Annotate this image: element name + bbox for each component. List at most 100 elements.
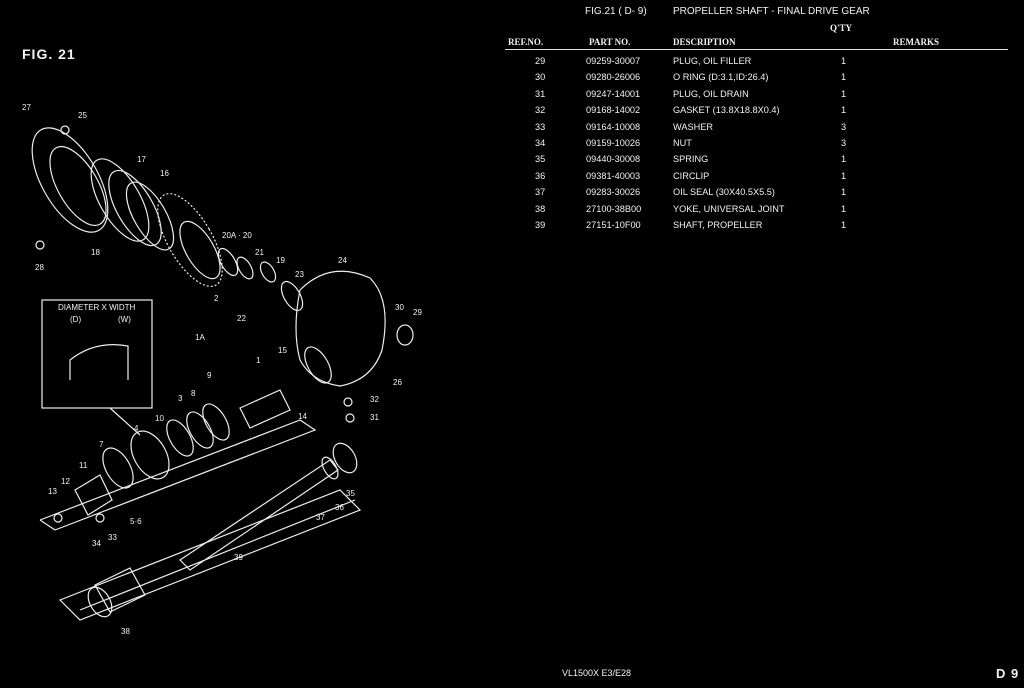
pinion-gear-shape xyxy=(239,389,291,429)
callout-22: 22 xyxy=(237,314,246,323)
qty-cell: 1 xyxy=(841,154,847,165)
qty-column-header: Q'TY xyxy=(830,23,853,33)
description-cell: O RING (D:3.1,ID:26.4) xyxy=(673,72,769,83)
ref-no-cell: 30 xyxy=(535,72,546,83)
description-cell: OIL SEAL (30X40.5X5.5) xyxy=(673,187,775,198)
part-no-cell: 09164-10008 xyxy=(586,121,641,132)
callout-4: 4 xyxy=(134,424,139,433)
callout-2: 2 xyxy=(214,294,219,303)
ref-no-cell: 33 xyxy=(535,121,546,132)
part-no-cell: 09381-40003 xyxy=(586,170,641,181)
description-cell: YOKE, UNIVERSAL JOINT xyxy=(673,203,785,214)
ref-no-cell: 32 xyxy=(535,105,546,116)
callout-37: 37 xyxy=(316,513,325,522)
part-no-cell: 09440-30008 xyxy=(586,154,641,165)
table-row: 37 09283-30026 OIL SEAL (30X40.5X5.5) 1 xyxy=(505,184,905,200)
callout-12: 12 xyxy=(61,477,70,486)
callout-16: 16 xyxy=(160,169,169,178)
part-no-cell: 09168-14002 xyxy=(586,105,641,116)
description-cell: NUT xyxy=(673,137,692,148)
part-no-cell: 09280-26006 xyxy=(586,72,641,83)
ref-no-cell: 37 xyxy=(535,187,546,198)
part-no-cell: 09159-10026 xyxy=(586,137,641,148)
qty-cell: 3 xyxy=(841,137,847,148)
callout-30: 30 xyxy=(395,303,404,312)
callout-14: 14 xyxy=(298,412,307,421)
callout-39: 39 xyxy=(234,553,243,562)
callout-35: 35 xyxy=(346,489,355,498)
qty-cell: 1 xyxy=(841,88,847,99)
callout-20a-20: 20A · 20 xyxy=(222,231,252,240)
yoke-shape xyxy=(74,474,113,516)
callout-5-6: 5·6 xyxy=(130,517,142,526)
callout-34: 34 xyxy=(92,539,101,548)
ref-no-cell: 35 xyxy=(535,154,546,165)
description-cell: GASKET (13.8X18.8X0.4) xyxy=(673,105,780,116)
callout-24: 24 xyxy=(338,256,347,265)
inset-w-label: (W) xyxy=(118,315,131,324)
inset-d-label: (D) xyxy=(70,315,81,324)
callout-19: 19 xyxy=(276,256,285,265)
universal-joint-shape xyxy=(94,567,146,613)
callout-1a: 1A xyxy=(195,333,205,342)
inset-title: DIAMETER X WIDTH xyxy=(58,303,136,312)
table-row: 30 09280-26006 O RING (D:3.1,ID:26.4) 1 xyxy=(505,69,905,85)
description-cell: SPRING xyxy=(673,154,709,165)
qty-cell: 1 xyxy=(841,170,847,181)
inset-box xyxy=(41,299,153,409)
part-no-column-header: PART NO. xyxy=(589,37,631,47)
qty-cell: 1 xyxy=(841,219,847,230)
callout-1: 1 xyxy=(256,356,261,365)
qty-cell: 1 xyxy=(841,105,847,116)
description-cell: PLUG, OIL FILLER xyxy=(673,56,752,66)
callout-10: 10 xyxy=(155,414,164,423)
propeller-shaft-shape xyxy=(179,459,339,571)
callout-23: 23 xyxy=(295,270,304,279)
qty-cell: 1 xyxy=(841,187,847,198)
footer-model: VL1500X E3/E28 xyxy=(562,668,632,678)
callout-26: 26 xyxy=(393,378,402,387)
callout-25: 25 xyxy=(78,111,87,120)
description-cell: PLUG, OIL DRAIN xyxy=(673,88,749,99)
figure-label: FIG. 21 xyxy=(22,46,76,62)
description-column-header: DESCRIPTION xyxy=(673,37,736,47)
cover-plate-shape xyxy=(31,127,109,233)
page-title: PROPELLER SHAFT - FINAL DRIVE GEAR xyxy=(673,6,870,17)
gear-housing-shape xyxy=(295,270,386,387)
part-no-cell: 09283-30026 xyxy=(586,187,641,198)
table-row: 32 09168-14002 GASKET (13.8X18.8X0.4) 1 xyxy=(505,102,905,118)
callout-28: 28 xyxy=(35,263,44,272)
ref-no-cell: 38 xyxy=(535,203,546,214)
bearing-shape xyxy=(90,158,150,242)
ring-gear-shape xyxy=(157,193,223,287)
callout-36: 36 xyxy=(335,503,344,512)
callout-3: 3 xyxy=(178,394,183,403)
callout-8: 8 xyxy=(191,389,196,398)
qty-cell: 1 xyxy=(841,203,847,214)
ref-no-column-header: REF.NO. xyxy=(508,37,544,47)
qty-cell: 1 xyxy=(841,72,847,83)
callout-38: 38 xyxy=(121,627,130,636)
callout-13: 13 xyxy=(48,487,57,496)
description-cell: WASHER xyxy=(673,121,713,132)
callout-33: 33 xyxy=(108,533,117,542)
exploded-parts-diagram: 27 25 17 16 18 28 20A · 20 21 19 23 24 2… xyxy=(22,103,422,636)
callout-32: 32 xyxy=(370,395,379,404)
remarks-column-header: REMARKS xyxy=(893,37,940,47)
header-divider xyxy=(505,49,1008,50)
description-cell: SHAFT, PROPELLER xyxy=(673,219,763,230)
page-number: D 9 xyxy=(996,666,1020,681)
part-no-cell: 09247-14001 xyxy=(586,88,641,99)
callout-21: 21 xyxy=(255,248,264,257)
callout-15: 15 xyxy=(278,346,287,355)
figure-reference: FIG.21 ( D- 9) xyxy=(585,6,647,17)
callout-31: 31 xyxy=(370,413,379,422)
callout-9: 9 xyxy=(207,371,212,380)
